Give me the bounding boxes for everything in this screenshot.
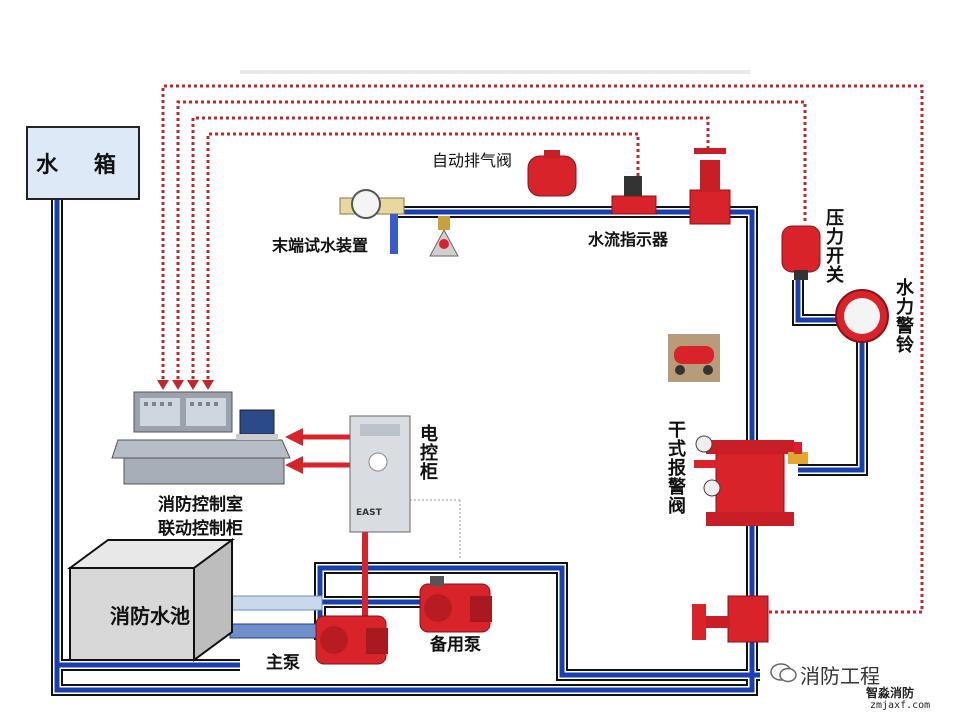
pump-loop-pipe <box>317 565 760 678</box>
watermark-account: 消防工程 <box>800 664 880 688</box>
dry-alarm-valve <box>694 435 808 526</box>
water-alarm-bell <box>835 289 889 343</box>
standby-pump-label: 备用泵 <box>430 635 481 655</box>
water-tank: 水 箱 <box>26 126 140 200</box>
main-pump <box>315 615 388 665</box>
cabinet-brand-label: EAST <box>356 508 382 518</box>
electric-cabinet-label: 电控柜 <box>417 424 438 481</box>
signal-line-pressure <box>176 100 807 385</box>
signal-line-outer <box>161 84 924 614</box>
auto-exhaust-valve-label: 自动排气阀 <box>432 151 513 170</box>
electric-cabinet <box>349 415 411 533</box>
water-alarm-bell-label: 水力警铃 <box>893 278 914 354</box>
signal-line-flow <box>206 132 640 385</box>
signal-arrowheads <box>157 380 214 390</box>
auto-exhaust-valve <box>527 150 577 197</box>
sprinkler-head <box>429 216 459 257</box>
watermark-site-name: 智淼消防 <box>866 686 915 700</box>
control-room-label-1: 消防控制室 <box>158 495 243 515</box>
fire-pool-label: 消防水池 <box>110 604 190 628</box>
gate-valve-top <box>689 148 731 225</box>
fire-pool <box>66 538 236 662</box>
gate-valve-bottom <box>692 595 769 643</box>
wechat-icon <box>770 663 797 683</box>
control-connections <box>285 428 461 620</box>
main-pump-label: 主泵 <box>266 653 300 673</box>
watermark-site-url: zmjaxf.com <box>870 700 931 711</box>
water-flow-indicator <box>611 176 657 215</box>
pressure-switch-label: 压力开关 <box>823 208 844 284</box>
air-compressor <box>668 334 720 382</box>
dry-alarm-valve-label: 干式报警阀 <box>665 420 686 515</box>
end-test-device <box>339 189 405 254</box>
signal-lines <box>161 84 924 614</box>
control-console <box>111 391 291 485</box>
water-tank-label: 水 箱 <box>36 153 130 178</box>
control-room-label-2: 联动控制柜 <box>158 519 243 539</box>
standby-pump <box>419 576 492 633</box>
water-flow-indicator-label: 水流指示器 <box>588 230 669 249</box>
end-test-device-label: 末端试水装置 <box>272 236 369 255</box>
pressure-switch <box>781 225 821 280</box>
signal-line-valve <box>191 116 710 385</box>
